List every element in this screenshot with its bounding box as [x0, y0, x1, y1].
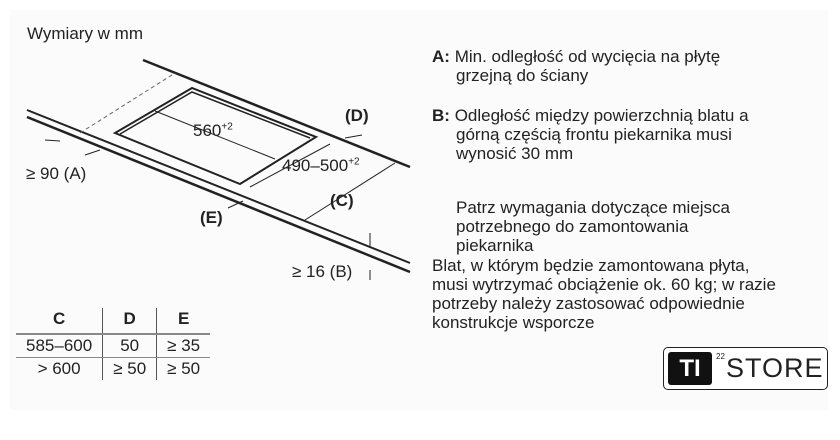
store-logo: TI 22 STORE: [663, 347, 828, 390]
label-e: (E): [200, 208, 223, 227]
cutout-inner: [119, 91, 311, 139]
dim-c: [304, 162, 396, 221]
dim-length-label: 560+2: [193, 121, 233, 140]
label-c: (C): [330, 191, 354, 210]
counter-front-bottom: [26, 115, 411, 274]
title: Wymiary w mm: [27, 24, 143, 43]
dim-560: [154, 110, 276, 160]
dim-depth-label: 490–500+2: [282, 156, 360, 175]
cutout-outer: [112, 86, 319, 186]
label-a: ≥ 90 (A): [26, 164, 87, 183]
label-d: (D): [345, 106, 369, 125]
table-row: > 600≥ 50≥ 50: [16, 357, 210, 380]
counter-front-top: [26, 109, 411, 264]
back-wall-edge: [142, 58, 411, 169]
dim-depth: [249, 143, 331, 188]
label-b: ≥ 16 (B): [292, 262, 353, 281]
